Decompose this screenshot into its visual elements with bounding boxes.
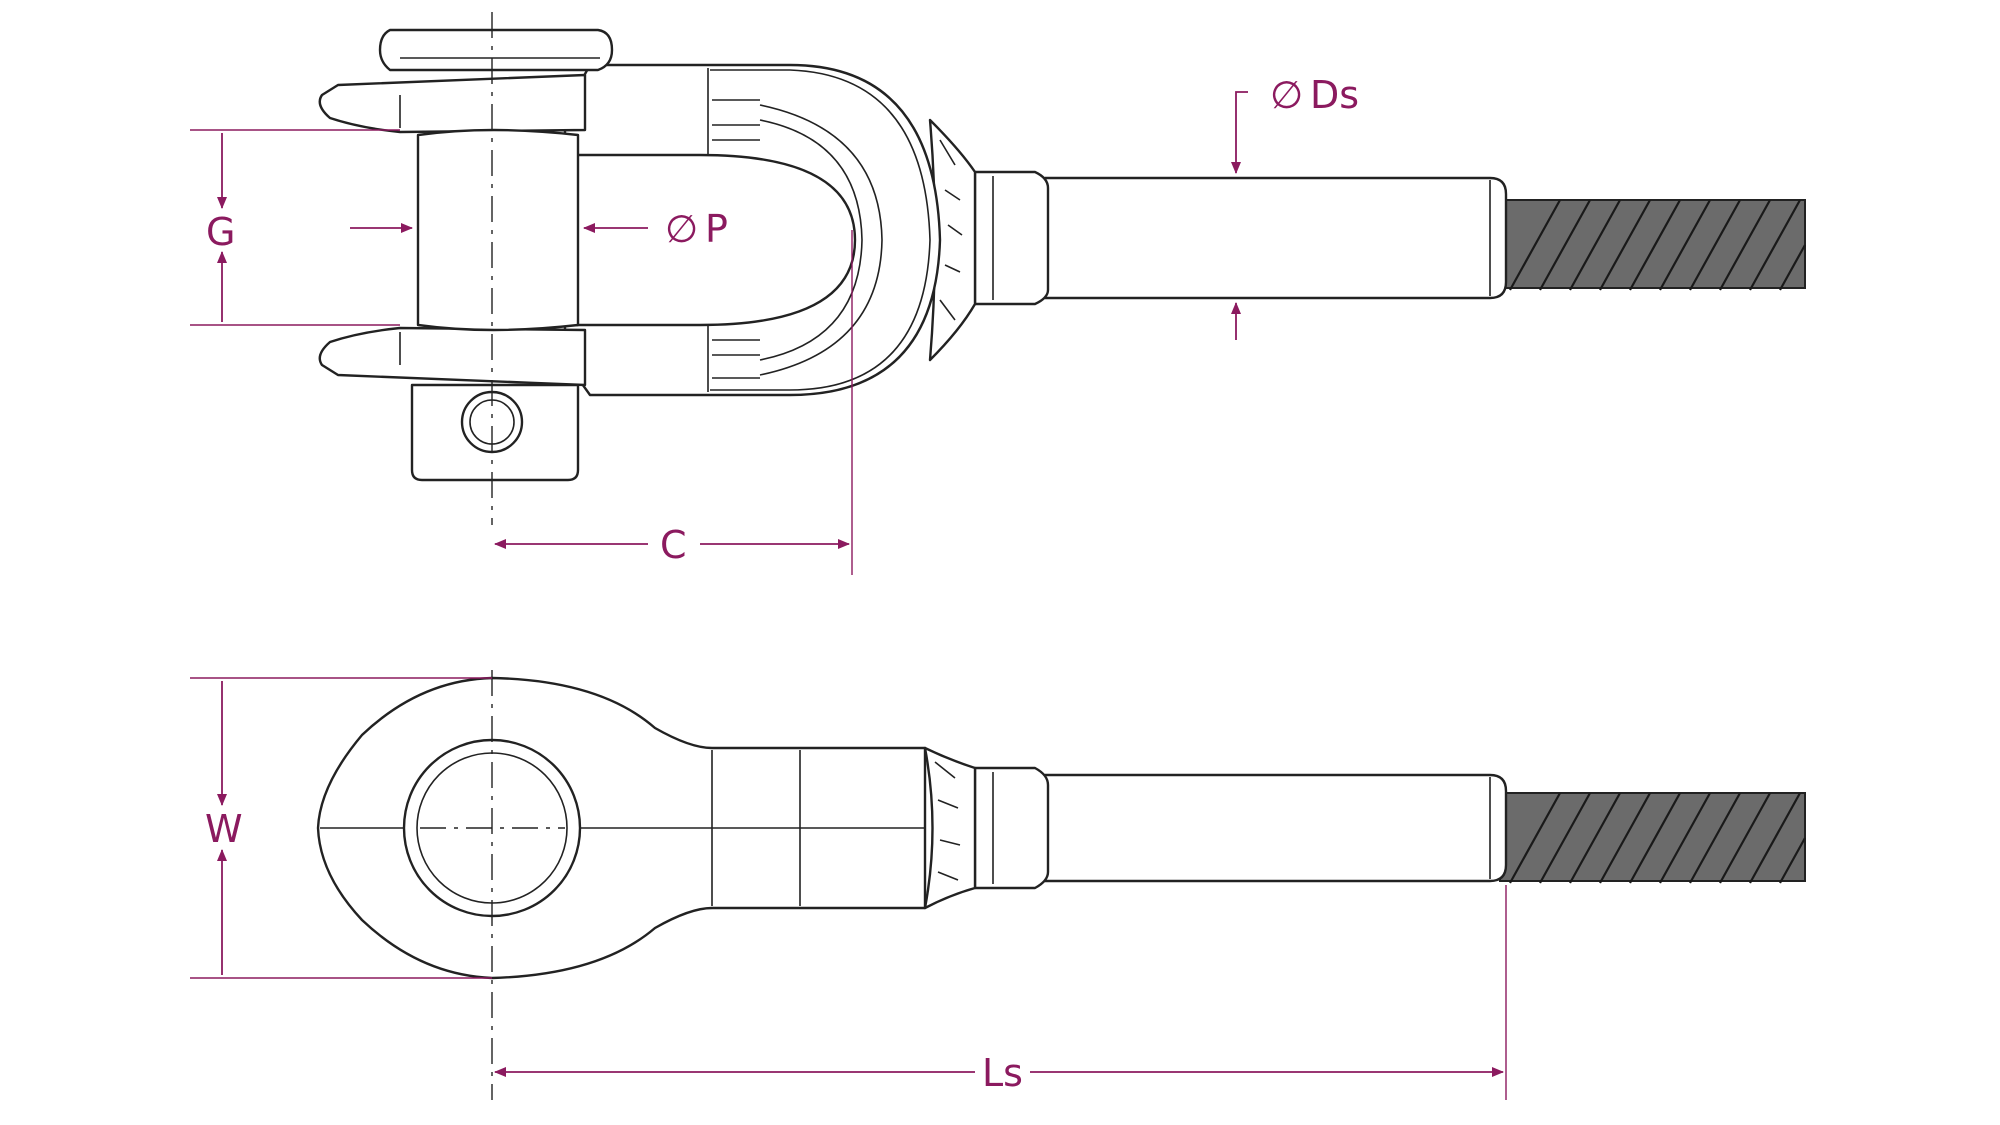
top-pin-body bbox=[416, 128, 580, 332]
label-W: W bbox=[205, 807, 243, 851]
dimension-Ds: ∅ Ds bbox=[1231, 73, 1359, 340]
label-P-symbol: ∅ bbox=[665, 207, 698, 251]
label-Ds: Ds bbox=[1310, 73, 1359, 117]
top-jaw-loop bbox=[563, 63, 942, 397]
top-fork-prongs bbox=[318, 73, 587, 387]
bottom-view-eye-fitting bbox=[316, 670, 1806, 1100]
bottom-eye-body bbox=[316, 676, 927, 980]
top-wire-rope bbox=[1499, 199, 1806, 291]
bottom-neck bbox=[923, 746, 977, 910]
bottom-wire-rope bbox=[1499, 792, 1806, 884]
top-view-jaw-fitting bbox=[318, 12, 1806, 525]
dimension-C: C bbox=[494, 230, 853, 575]
label-C: C bbox=[660, 523, 687, 567]
dimension-Ls: Ls bbox=[494, 885, 1507, 1100]
top-pin-tail bbox=[410, 383, 580, 482]
top-swage-sleeve bbox=[973, 170, 1508, 306]
dimension-G: G bbox=[190, 129, 400, 326]
label-P: P bbox=[705, 207, 728, 251]
label-G: G bbox=[206, 210, 235, 254]
dimension-W: W bbox=[190, 677, 492, 979]
top-pin-head bbox=[378, 28, 614, 72]
dimension-P: ∅ P bbox=[350, 207, 728, 251]
label-Ls: Ls bbox=[982, 1051, 1023, 1095]
label-Ds-symbol: ∅ bbox=[1270, 73, 1303, 117]
bottom-swage-sleeve bbox=[973, 766, 1508, 890]
